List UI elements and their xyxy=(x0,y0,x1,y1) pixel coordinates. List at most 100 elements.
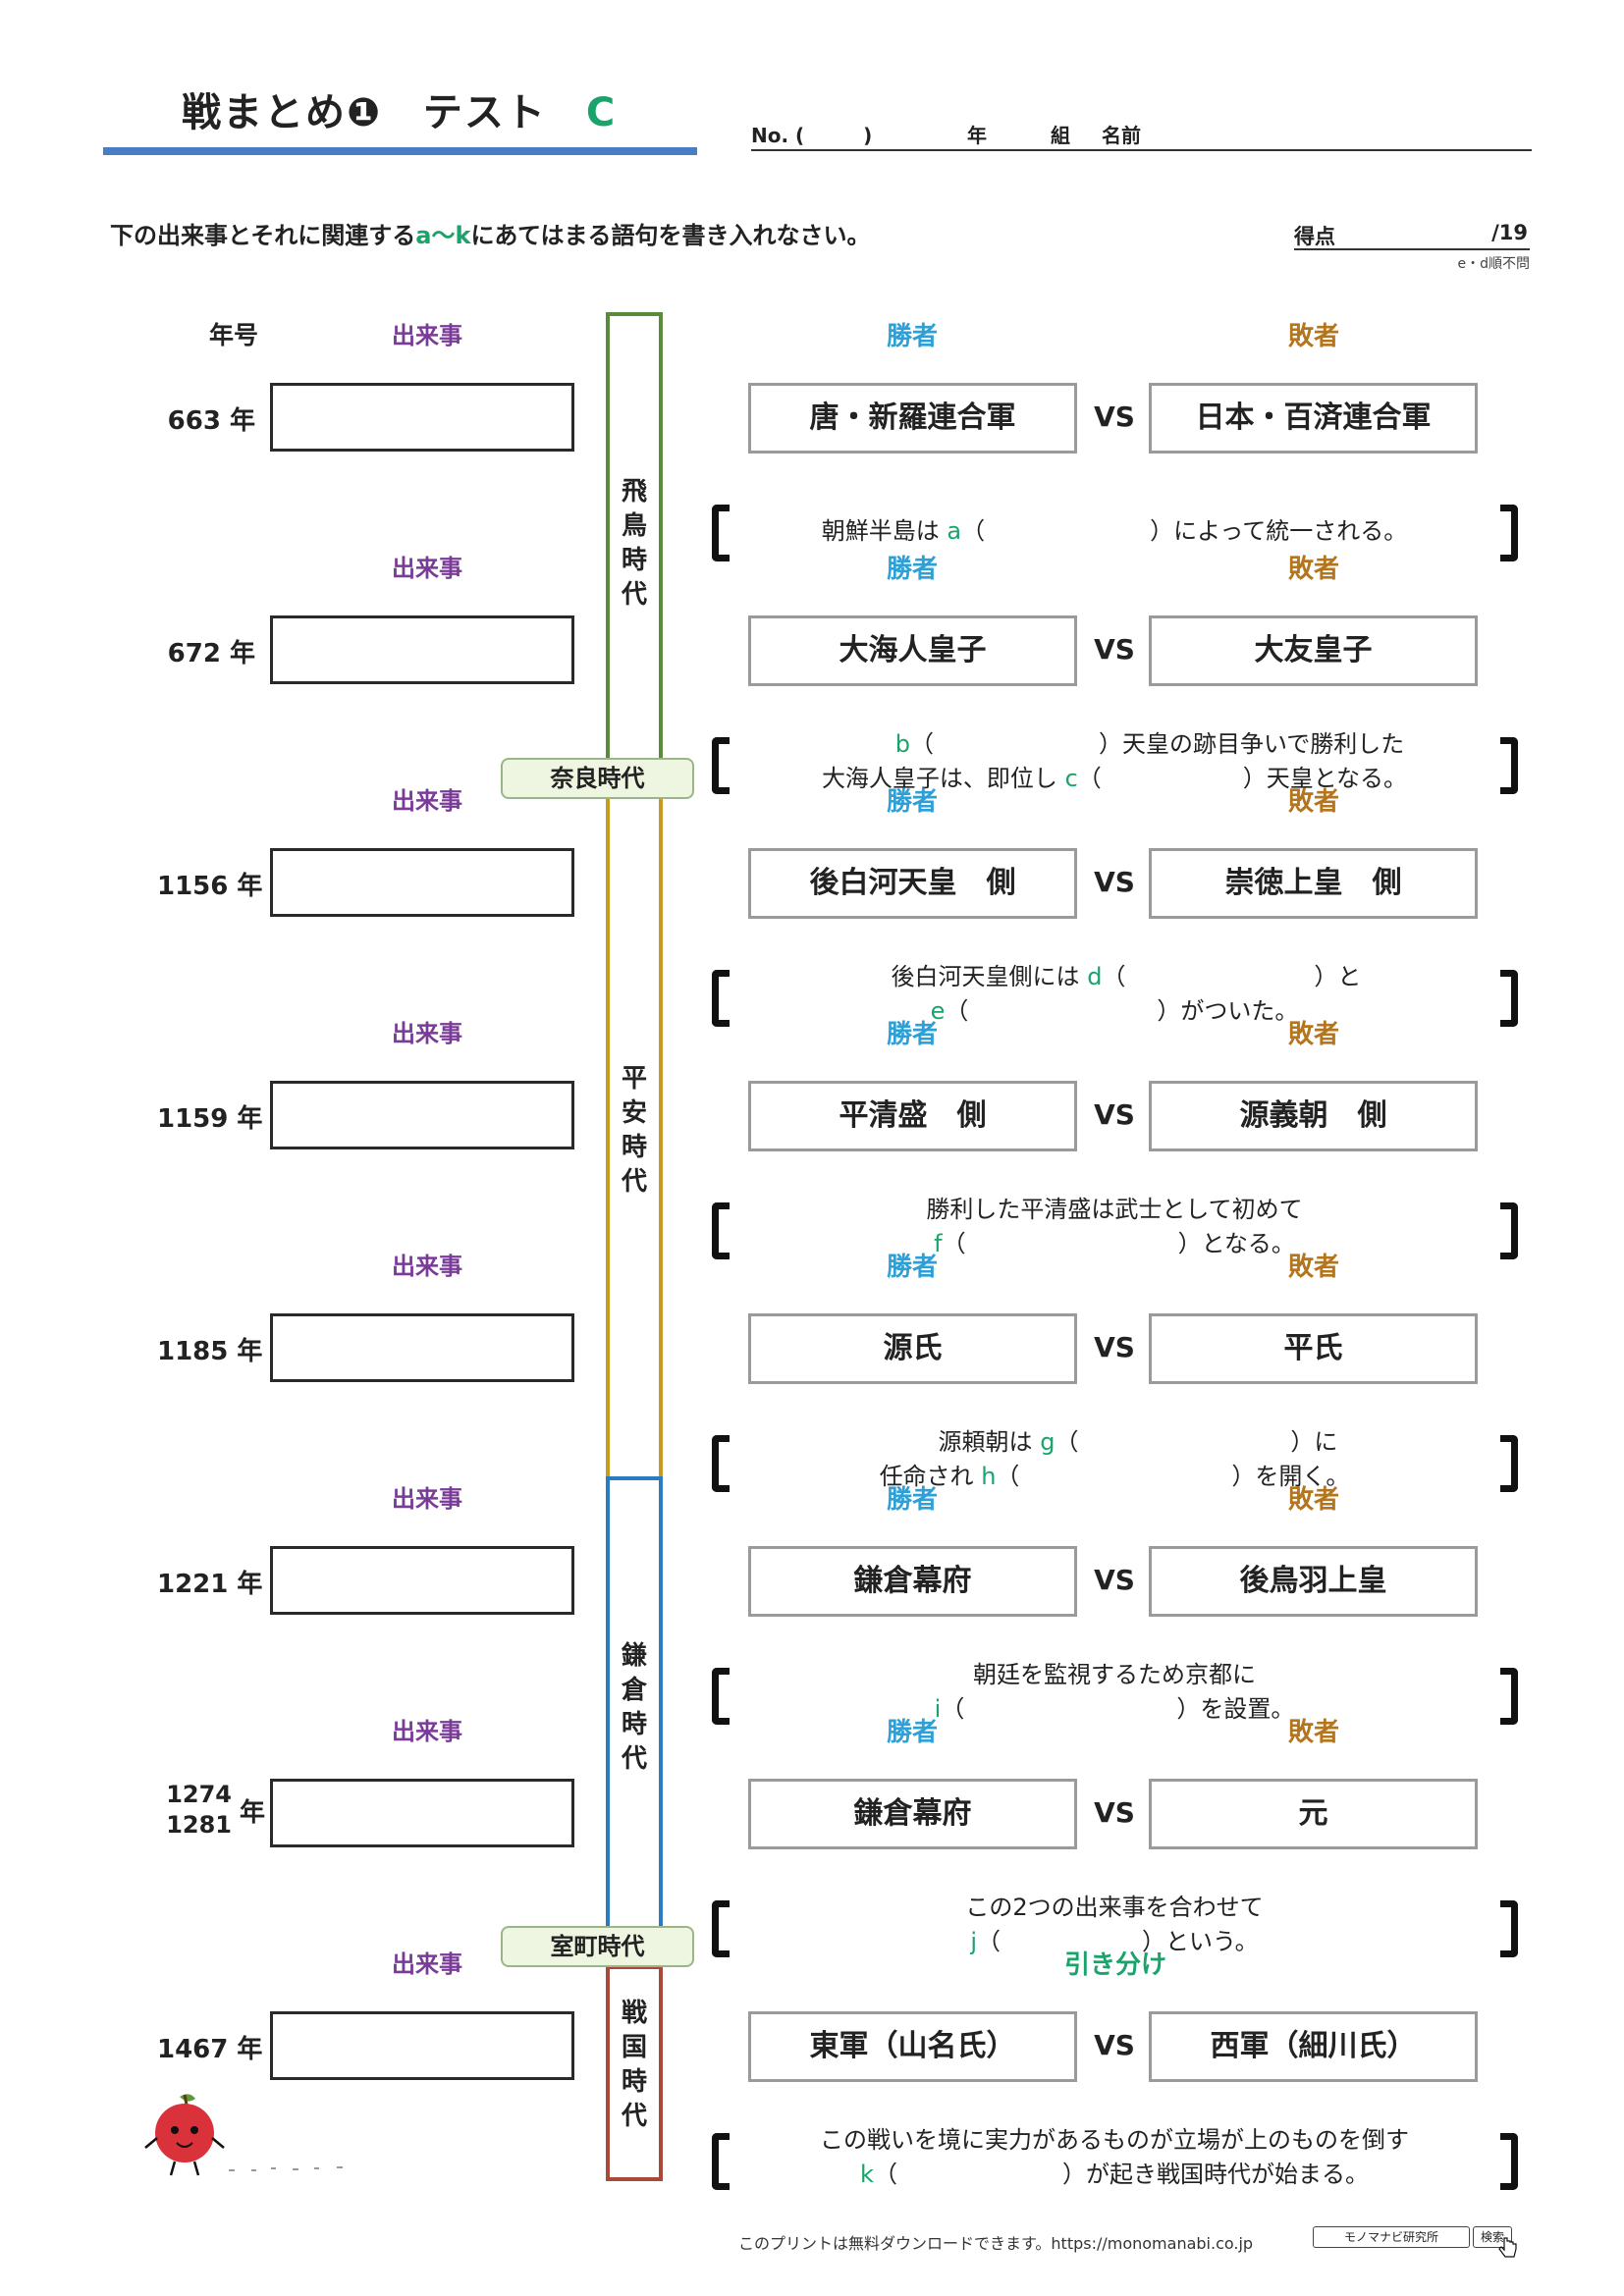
number-field[interactable]: No. ( ) xyxy=(751,124,873,147)
loser-box: 西軍（細川氏） xyxy=(1149,2011,1478,2082)
event-answer-box[interactable] xyxy=(270,2011,574,2080)
event-answer-box[interactable] xyxy=(270,1546,574,1615)
winner-label: 勝者 xyxy=(886,1485,938,1515)
fill-in-sentence: 朝廷を監視するため京都に i（ ）を設置。 xyxy=(746,1658,1483,1727)
fill-in-sentence: 朝鮮半島は a（ ）によって統一される。 xyxy=(746,514,1483,549)
blank-key: e xyxy=(930,997,946,1025)
sentence-fragment: （ ）天皇の跡目争いで勝利した 大海人皇子は、即位し xyxy=(821,730,1405,792)
event-column-label: 出来事 xyxy=(392,1253,462,1280)
brand-search-box[interactable]: モノマナビ研究所 xyxy=(1313,2226,1470,2248)
apple-mascot-icon xyxy=(144,2094,343,2176)
blank-key: i xyxy=(934,1695,942,1723)
event-answer-box[interactable] xyxy=(270,1081,574,1149)
event-answer-box[interactable] xyxy=(270,1779,574,1847)
blank-key: a xyxy=(947,517,962,545)
loser-box: 平氏 xyxy=(1149,1313,1478,1384)
winner-box: 大海人皇子 xyxy=(748,615,1077,686)
sentence-fragment: （ ）という。 xyxy=(977,1928,1259,1955)
event-column-label: 出来事 xyxy=(392,555,462,582)
vs-label: VS xyxy=(1094,1331,1135,1363)
winner-box: 東軍（山名氏） xyxy=(748,2011,1077,2082)
bracket-right xyxy=(1500,970,1518,1027)
fill-in-sentence: この戦いを境に実力があるものが立場が上のものを倒す k（ ）が起き戦国時代が始ま… xyxy=(746,2123,1483,2192)
era-bar-heian: 平安時代 xyxy=(606,774,663,1480)
sentence-fragment: （ ）を設置。 xyxy=(941,1695,1295,1723)
blank-key: h xyxy=(981,1463,997,1490)
event-answer-box[interactable] xyxy=(270,383,574,452)
event-answer-box[interactable] xyxy=(270,615,574,684)
year-field-label: 年 xyxy=(967,124,987,147)
event-column-label: 出来事 xyxy=(392,787,462,815)
blank-key: b xyxy=(894,730,910,758)
fill-in-sentence: b（ ）天皇の跡目争いで勝利した 大海人皇子は、即位し c（ ）天皇となる。 xyxy=(746,727,1483,796)
year-label: 1221 年 xyxy=(157,1570,263,1599)
bracket-left xyxy=(712,2133,730,2190)
era-label-sengoku: 戦国時代 xyxy=(621,1999,647,2131)
loser-label: 敗者 xyxy=(1287,1718,1339,1747)
era-tag-muromachi: 室町時代 xyxy=(501,1926,694,1967)
blank-key: d xyxy=(1087,963,1103,990)
year-column-header: 年号 xyxy=(209,321,259,349)
draw-label: 引き分け xyxy=(1063,1950,1166,1980)
blank-key: k xyxy=(860,2161,874,2188)
event-answer-box[interactable] xyxy=(270,1313,574,1382)
era-label-kamakura: 鎌倉時代 xyxy=(621,1641,647,1774)
sentence-fragment xyxy=(825,730,895,758)
bracket-right xyxy=(1500,2133,1518,2190)
sentence-fragment: 朝廷を監視するため京都に xyxy=(973,1661,1256,1688)
winner-box: 源氏 xyxy=(748,1313,1077,1384)
fill-in-sentence: 後白河天皇側には d（ ）と e（ ）がついた。 xyxy=(746,960,1483,1029)
winner-box: 後白河天皇 側 xyxy=(748,848,1077,919)
vs-label: VS xyxy=(1094,866,1135,898)
sentence-fragment: （ ）天皇となる。 xyxy=(1077,765,1408,792)
winner-label: 勝者 xyxy=(886,555,938,584)
vs-label: VS xyxy=(1094,2029,1135,2061)
sentence-fragment: （ ）を開く。 xyxy=(996,1463,1350,1490)
class-field-label: 組 xyxy=(1051,124,1070,147)
bracket-left xyxy=(712,737,730,794)
title-underline xyxy=(103,147,697,155)
vs-label: VS xyxy=(1094,1796,1135,1829)
search-button[interactable]: 検索 xyxy=(1473,2226,1512,2248)
vs-label: VS xyxy=(1094,1098,1135,1131)
score-total: /19 xyxy=(1491,221,1528,244)
bracket-right xyxy=(1500,1668,1518,1725)
blank-key: g xyxy=(1040,1428,1056,1456)
bracket-right xyxy=(1500,505,1518,561)
bracket-left xyxy=(712,970,730,1027)
era-bar-kamakura: 鎌倉時代 xyxy=(606,1476,663,1965)
loser-box: 後鳥羽上皇 xyxy=(1149,1546,1478,1617)
year-suffix: 年 xyxy=(239,1797,265,1828)
year-label: 1156 年 xyxy=(157,872,263,901)
loser-label: 敗者 xyxy=(1287,1020,1339,1049)
loser-box: 元 xyxy=(1149,1779,1478,1849)
winner-box: 鎌倉幕府 xyxy=(748,1779,1077,1849)
era-bar-asuka: 飛鳥時代 xyxy=(606,312,663,774)
title-main: 戦まとめ❶ テスト xyxy=(182,90,547,135)
bracket-left xyxy=(712,1435,730,1492)
score-field[interactable]: 得点/19 xyxy=(1294,221,1530,250)
bracket-right xyxy=(1500,1202,1518,1259)
winner-label: 勝者 xyxy=(886,1253,938,1282)
event-column-label: 出来事 xyxy=(392,1950,462,1978)
event-answer-box[interactable] xyxy=(270,848,574,917)
cursor-hand-icon xyxy=(1498,2237,1517,2258)
sentence-fragment: （ ）が起き戦国時代が始まる。 xyxy=(873,2161,1369,2188)
blank-key: c xyxy=(1064,765,1078,792)
era-bar-sengoku: 戦国時代 xyxy=(606,1965,663,2181)
era-label-heian: 平安時代 xyxy=(621,1064,647,1197)
sentence-fragment: 後白河天皇側には xyxy=(867,963,1088,990)
title-variant: C xyxy=(585,90,618,135)
page-title: 戦まとめ❶ テスト C xyxy=(182,80,617,137)
year-label: 1467 年 xyxy=(157,2035,263,2064)
loser-label: 敗者 xyxy=(1287,555,1339,584)
sentence-fragment: （ ）に 任命され xyxy=(879,1428,1338,1490)
sentence-fragment: （ ）がついた。 xyxy=(945,997,1299,1025)
winner-box: 平清盛 側 xyxy=(748,1081,1077,1151)
loser-label: 敗者 xyxy=(1287,322,1339,351)
winner-label: 勝者 xyxy=(886,1718,938,1747)
sentence-fragment: （ ）となる。 xyxy=(942,1230,1295,1257)
era-tag-nara: 奈良時代 xyxy=(501,758,694,799)
winner-box: 鎌倉幕府 xyxy=(748,1546,1077,1617)
